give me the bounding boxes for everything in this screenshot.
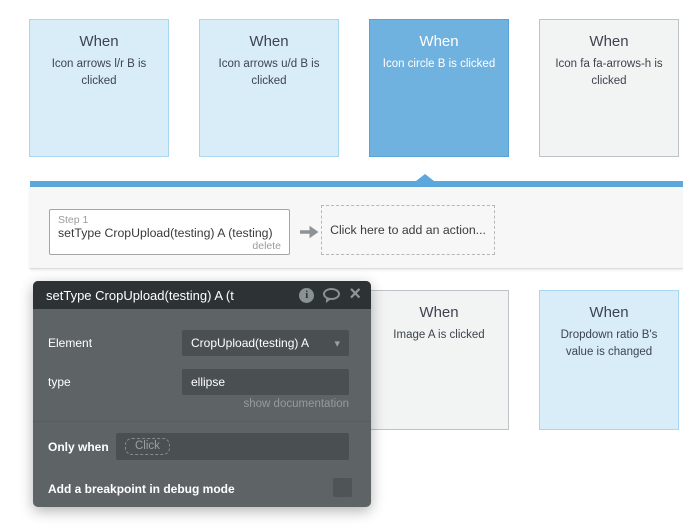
step-1-action-box[interactable]: Step 1 setType CropUpload(testing) A (te… [49, 209, 290, 255]
step-number-label: Step 1 [58, 214, 89, 226]
element-dropdown-value: CropUpload(testing) A [191, 336, 310, 350]
breakpoint-checkbox[interactable] [333, 478, 352, 497]
popup-header-icons: i × [299, 283, 361, 305]
element-dropdown[interactable]: CropUpload(testing) A ▾ [182, 330, 349, 356]
show-documentation-link[interactable]: show documentation [243, 398, 349, 410]
event-card-title: When [589, 33, 629, 50]
action-properties-popup: setType CropUpload(testing) A (t i × Ele… [33, 281, 371, 507]
event-card-description: Dropdown ratio B's value is changed [560, 329, 658, 358]
type-input-value: ellipse [191, 375, 226, 389]
event-card-description: Icon arrows u/d B is clicked [218, 58, 320, 87]
event-card-title: When [419, 304, 459, 321]
close-icon[interactable]: × [349, 283, 361, 305]
type-input[interactable]: ellipse [182, 369, 349, 395]
step-action-text: setType CropUpload(testing) A (testing) [58, 226, 273, 240]
only-when-input[interactable]: Click [116, 433, 349, 460]
event-card-icon-arrows-ud[interactable]: When Icon arrows u/d B is clicked [199, 19, 339, 157]
popup-header[interactable]: setType CropUpload(testing) A (t i × [33, 281, 371, 309]
event-card-title: When [79, 33, 119, 50]
popup-title: setType CropUpload(testing) A (t [46, 287, 234, 303]
selected-event-pointer [416, 174, 434, 181]
only-when-label: Only when [48, 440, 109, 454]
element-field-label: Element [48, 336, 93, 350]
breakpoint-label: Add a breakpoint in debug mode [48, 482, 235, 496]
event-card-description: Icon fa fa-arrows-h is clicked [555, 58, 663, 87]
event-card-title: When [589, 304, 629, 321]
type-field-label: type [48, 375, 71, 389]
event-card-icon-circle-selected[interactable]: When Icon circle B is clicked [369, 19, 509, 157]
add-action-button[interactable]: Click here to add an action... [321, 205, 495, 255]
action-strip-panel: Step 1 setType CropUpload(testing) A (te… [30, 187, 683, 269]
step-delete-link[interactable]: delete [252, 240, 281, 252]
event-card-description: Icon circle B is clicked [382, 58, 496, 70]
flow-arrow-icon [294, 213, 324, 251]
comment-icon[interactable] [323, 288, 341, 303]
event-card-description: Image A is clicked [393, 329, 485, 341]
event-card-description: Icon arrows l/r B is clicked [51, 58, 147, 87]
chevron-down-icon: ▾ [334, 337, 340, 350]
event-card-icon-arrows-lr[interactable]: When Icon arrows l/r B is clicked [29, 19, 169, 157]
event-card-title: When [419, 33, 459, 50]
add-action-label: Click here to add an action... [330, 223, 486, 237]
popup-divider [33, 421, 371, 422]
event-card-dropdown-ratio[interactable]: When Dropdown ratio B's value is changed [539, 290, 679, 430]
event-card-image-a[interactable]: When Image A is clicked [369, 290, 509, 430]
event-card-title: When [249, 33, 289, 50]
info-icon[interactable]: i [299, 287, 315, 303]
only-when-placeholder: Click [125, 438, 170, 455]
workflow-accent-bar [30, 181, 683, 187]
event-card-icon-fa-arrows-h[interactable]: When Icon fa fa-arrows-h is clicked [539, 19, 679, 157]
